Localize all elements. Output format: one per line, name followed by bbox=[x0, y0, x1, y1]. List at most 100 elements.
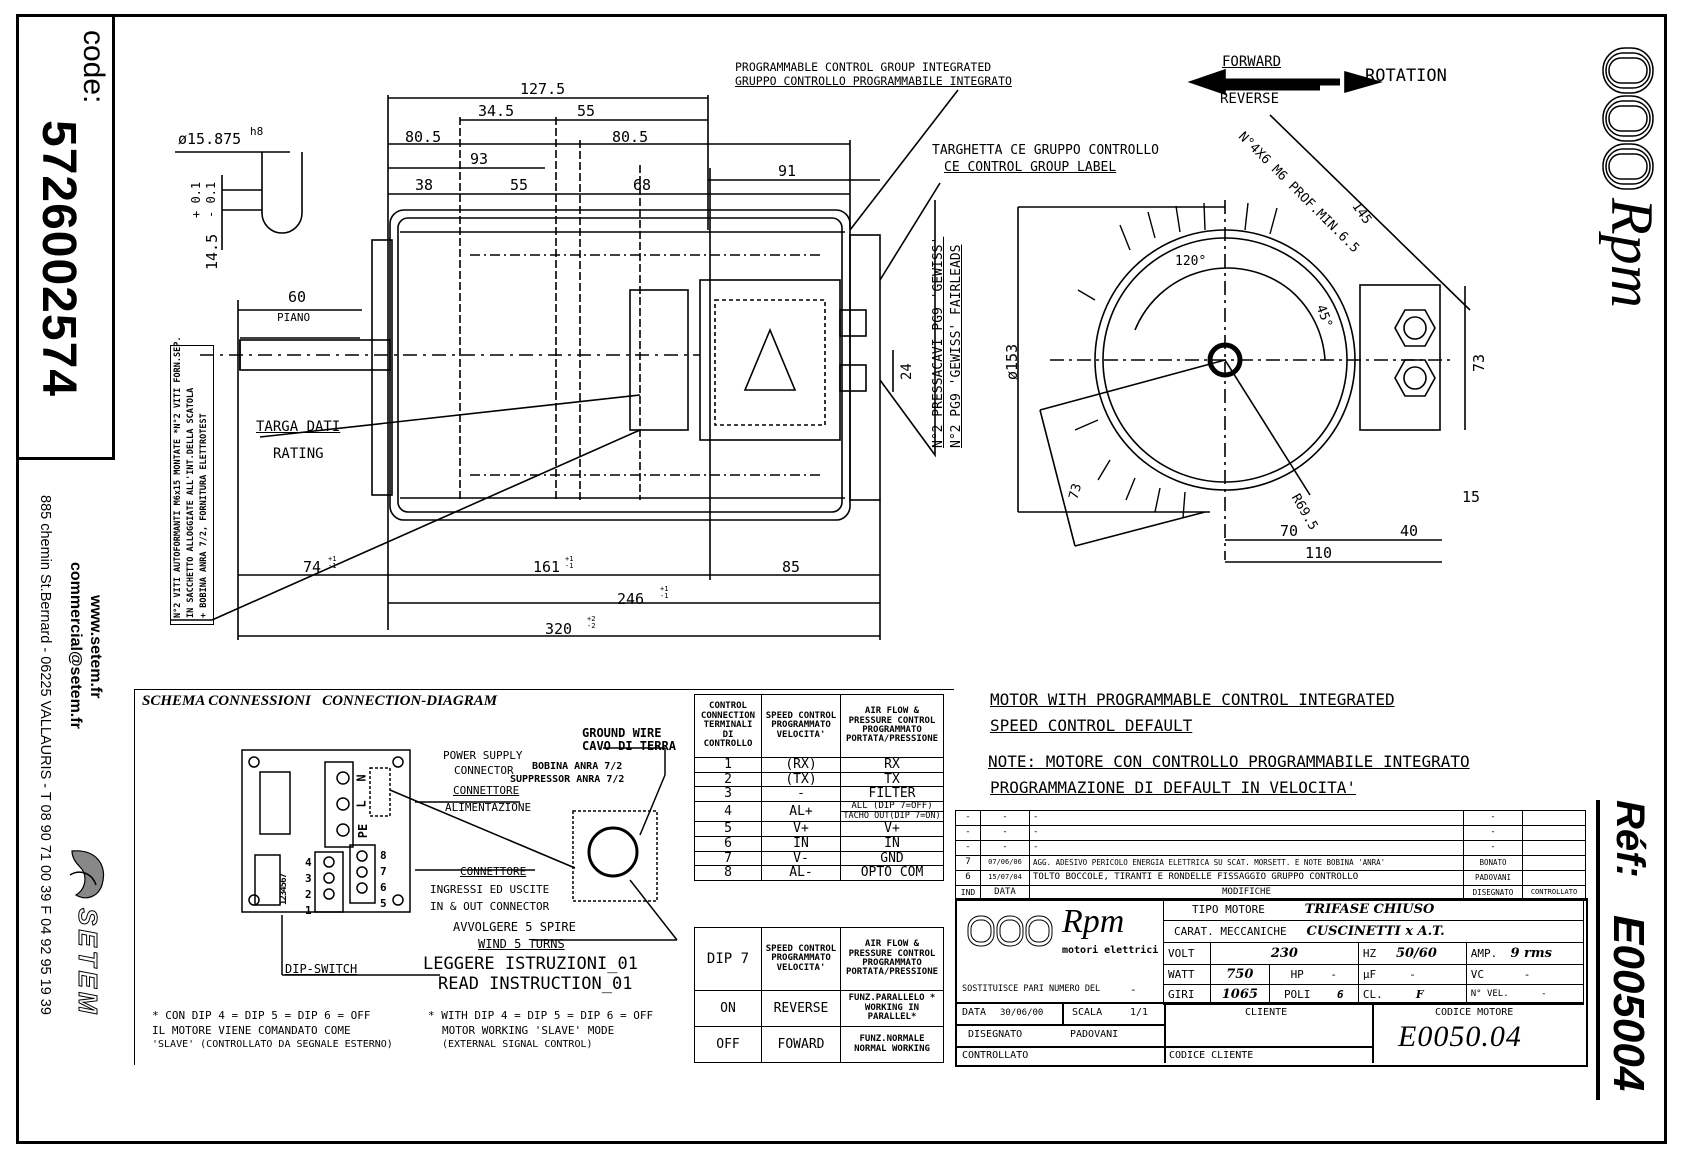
data-value: 30/06/00 bbox=[1000, 1008, 1044, 1018]
tb-divider bbox=[955, 1024, 1164, 1026]
dim-161-tol: +1 -1 bbox=[565, 555, 574, 570]
shaft-diameter: ø15.875 bbox=[178, 130, 242, 148]
terminal-1: 1 bbox=[305, 904, 312, 917]
header-speed: SPEED CONTROL PROGRAMMATO VELOCITA' bbox=[761, 927, 841, 991]
fairleads-it: N°2 PRESSACAVI PG9 'GEWISS' bbox=[931, 236, 946, 448]
header-data: DATA bbox=[980, 885, 1030, 901]
dip-state: ON bbox=[694, 990, 762, 1027]
io-connector-it-2: INGRESSI ED USCITE bbox=[430, 883, 550, 896]
cl-value: F bbox=[1415, 987, 1424, 1001]
terminal-l: L bbox=[354, 800, 369, 808]
airflow-value: FILTER bbox=[840, 786, 944, 802]
terminal-5: 5 bbox=[380, 897, 387, 910]
codice-cliente-label: CODICE CLIENTE bbox=[1169, 1050, 1254, 1061]
dim-70: 70 bbox=[1280, 522, 1299, 540]
speed-value: IN bbox=[761, 835, 841, 852]
ce-label-en: CE CONTROL GROUP LABEL bbox=[944, 160, 1117, 175]
poli-value: 6 bbox=[1336, 987, 1344, 1001]
mod-checked-by bbox=[1522, 840, 1586, 856]
terminal-number: 7 bbox=[694, 850, 762, 867]
coil-it: BOBINA ANRA 7/2 bbox=[532, 761, 623, 772]
terminal-number: 8 bbox=[694, 865, 762, 881]
airflow-value: IN bbox=[840, 835, 944, 852]
scala-label: SCALA bbox=[1072, 1007, 1103, 1018]
vc-cell: VC - bbox=[1465, 964, 1585, 985]
terminal-3: 3 bbox=[305, 872, 312, 885]
dim-74-tol: +1 -1 bbox=[328, 555, 337, 570]
dim-55-mid: 55 bbox=[510, 176, 529, 194]
note-it-2: IL MOTORE VIENE COMANDATO COME bbox=[152, 1024, 351, 1037]
nvel-cell: N° VEL. - bbox=[1465, 984, 1585, 1005]
gland-dim: 24 bbox=[899, 363, 915, 380]
uf-value: - bbox=[1409, 967, 1416, 981]
cliente-label: CLIENTE bbox=[1245, 1007, 1288, 1018]
tb-divider bbox=[1062, 1002, 1064, 1024]
shaft-tol-minus: - 0.1 bbox=[204, 181, 218, 218]
tb-divider bbox=[1372, 1002, 1374, 1063]
terminal-4: 4 bbox=[305, 856, 312, 869]
tb-divider bbox=[1164, 1046, 1372, 1048]
speed-value: (RX) bbox=[761, 757, 841, 773]
dip-numbers: 1234567 bbox=[279, 874, 289, 905]
dim-34-5: 34.5 bbox=[478, 102, 515, 120]
title-logo-area bbox=[956, 899, 1164, 979]
terminal-number: 1 bbox=[694, 757, 762, 773]
carat-label: CARAT. MECCANICHE bbox=[1174, 924, 1287, 938]
nvel-value: - bbox=[1541, 988, 1547, 999]
mod-description: - bbox=[1029, 810, 1464, 826]
carat-value: CUSCINETTI x A.T. bbox=[1306, 923, 1445, 939]
header-terminal: CONTROL CONNECTION TERMINALI DI CONTROLL… bbox=[694, 694, 762, 758]
code-box bbox=[16, 14, 115, 460]
hz-value: 50/60 bbox=[1395, 945, 1437, 961]
terminal-2: 2 bbox=[305, 888, 312, 901]
screws-note-line-3: + BOBINA ANRA 7/2, FORNITURA ELETTROTEST bbox=[199, 413, 209, 618]
mod-index: - bbox=[955, 810, 981, 826]
dim-80-5-left: 80.5 bbox=[405, 128, 442, 146]
terminal-n: N bbox=[354, 774, 369, 782]
volt-value: 230 bbox=[1210, 942, 1359, 965]
terminal-number: 4 bbox=[694, 800, 762, 823]
connection-title: SCHEMA CONNESSIONI CONNECTION-DIAGRAM bbox=[142, 693, 498, 709]
ground-wire-it: CAVO DI TERRA bbox=[582, 739, 676, 753]
terminal-number: 2 bbox=[694, 771, 762, 788]
wind-it: AVVOLGERE 5 SPIRE bbox=[453, 920, 576, 934]
tipo-motore-cell: TIPO MOTORE TRIFASE CHIUSO bbox=[1163, 898, 1584, 921]
power-connector-en-1: POWER SUPPLY bbox=[443, 749, 523, 762]
ground-wire-en: GROUND WIRE bbox=[582, 726, 662, 740]
drawing-frame bbox=[16, 14, 1667, 1144]
speed-value: V- bbox=[761, 850, 841, 867]
mod-checked-by bbox=[1522, 825, 1586, 841]
airflow-value: FUNZ.NORMALE NORMAL WORKING bbox=[840, 1026, 944, 1063]
code-label: code: bbox=[77, 30, 110, 104]
note-it-3: 'SLAVE' (CONTROLLATO DA SEGNALE ESTERNO) bbox=[152, 1039, 393, 1050]
table-row: ---- bbox=[955, 825, 1586, 841]
dim-91: 91 bbox=[778, 162, 797, 180]
rpm-logo-coils bbox=[1598, 44, 1658, 194]
volt-label: VOLT bbox=[1163, 942, 1211, 965]
mod-drawn-by: - bbox=[1463, 825, 1523, 841]
airflow-value: ALL (DIP 7=OFF) bbox=[840, 800, 944, 813]
shaft-tolerance-class: h8 bbox=[250, 125, 264, 138]
tipo-motore-value: TRIFASE CHIUSO bbox=[1304, 901, 1435, 917]
table-row: 1(RX)RX bbox=[694, 757, 944, 773]
io-connector-en: IN & OUT CONNECTOR bbox=[430, 900, 550, 913]
mod-checked-by bbox=[1522, 855, 1586, 871]
fairleads-en: N°2 PG9 'GEWISS' FAIRLEADS bbox=[949, 244, 964, 449]
controllato-label: CONTROLLATO bbox=[962, 1050, 1029, 1061]
dim-68: 68 bbox=[633, 176, 652, 194]
airflow-value: FUNZ.PARALLELO * WORKING IN PARALLEL* bbox=[840, 990, 944, 1027]
dim-127-5: 127.5 bbox=[520, 80, 566, 98]
mod-description: AGG. ADESIVO PERICOLO ENERGIA ELETTRICA … bbox=[1029, 855, 1464, 871]
dim-80-5-right: 80.5 bbox=[612, 128, 649, 146]
table-row: 2(TX)TX bbox=[694, 771, 944, 788]
terminal-pe: PE bbox=[356, 823, 371, 839]
setem-logo bbox=[66, 845, 112, 905]
dim-73-left: 73 bbox=[1066, 481, 1086, 502]
airflow-value: RX bbox=[840, 757, 944, 773]
website: www.setem.fr bbox=[87, 595, 104, 699]
cl-cell: CL. F bbox=[1357, 984, 1467, 1005]
